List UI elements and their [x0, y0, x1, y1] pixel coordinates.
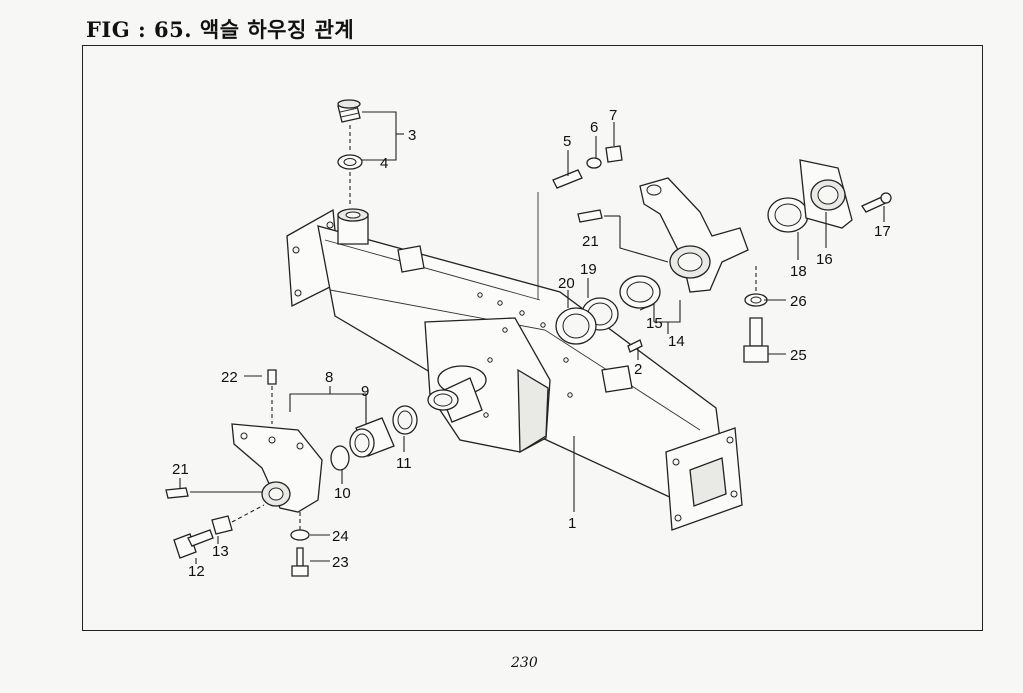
callout-10: 10	[334, 485, 351, 502]
callout-12: 12	[188, 563, 205, 580]
bushing-part-15	[619, 275, 661, 309]
bushing-part-9	[349, 417, 395, 458]
front-support-bracket	[231, 423, 323, 513]
callout-6: 6	[590, 119, 598, 136]
ring-part-18	[767, 197, 809, 233]
stud-part-5	[552, 169, 583, 189]
callout-13: 13	[212, 543, 229, 560]
callout-23: 23	[332, 554, 349, 571]
washer-part-24	[290, 529, 310, 541]
nut-part-13	[211, 515, 233, 535]
callout-8: 8	[325, 369, 333, 386]
callout-22: 22	[221, 369, 238, 386]
callout-11: 11	[396, 455, 412, 472]
callout-7: 7	[609, 107, 617, 124]
callout-18: 18	[790, 263, 807, 280]
callout-26: 26	[790, 293, 807, 310]
plug-part-3	[337, 99, 361, 123]
callout-19: 19	[580, 261, 597, 278]
callout-25: 25	[790, 347, 807, 364]
callout-24: 24	[332, 528, 349, 545]
callout-14: 14	[668, 333, 685, 350]
cap-part-16	[799, 159, 853, 229]
callout-16: 16	[816, 251, 833, 268]
bolt-part-25	[743, 317, 769, 363]
seal-part-20	[555, 307, 597, 345]
callout-3: 3	[408, 127, 416, 144]
washer-part-6	[586, 157, 602, 169]
diagram-frame	[82, 45, 983, 631]
knuckle-arm	[639, 177, 749, 293]
callout-20: 20	[558, 275, 575, 292]
nut-part-7	[605, 145, 623, 163]
bolt-part-23	[291, 547, 309, 577]
callout-15: 15	[646, 315, 663, 332]
pin-part-22	[267, 369, 277, 385]
page-number: 230	[511, 655, 538, 671]
axle-housing	[286, 208, 743, 531]
grease-nipple-part-21-lower	[165, 487, 189, 499]
callout-17: 17	[874, 223, 891, 240]
callout-4: 4	[380, 155, 388, 172]
callout-21-upper: 21	[582, 233, 599, 250]
page-title: FIG : 65. 액슬 하우징 관계	[86, 17, 355, 42]
callout-2: 2	[634, 361, 642, 378]
pin-part-2	[627, 339, 643, 353]
grease-nipple-part-21-upper	[577, 209, 603, 223]
callout-9: 9	[361, 383, 369, 400]
bolt-part-12	[173, 529, 214, 559]
ring-part-10	[330, 445, 350, 471]
callout-1: 1	[568, 515, 576, 532]
leader-lines	[179, 111, 885, 564]
callout-5: 5	[563, 133, 571, 150]
callout-21-lower: 21	[172, 461, 189, 478]
